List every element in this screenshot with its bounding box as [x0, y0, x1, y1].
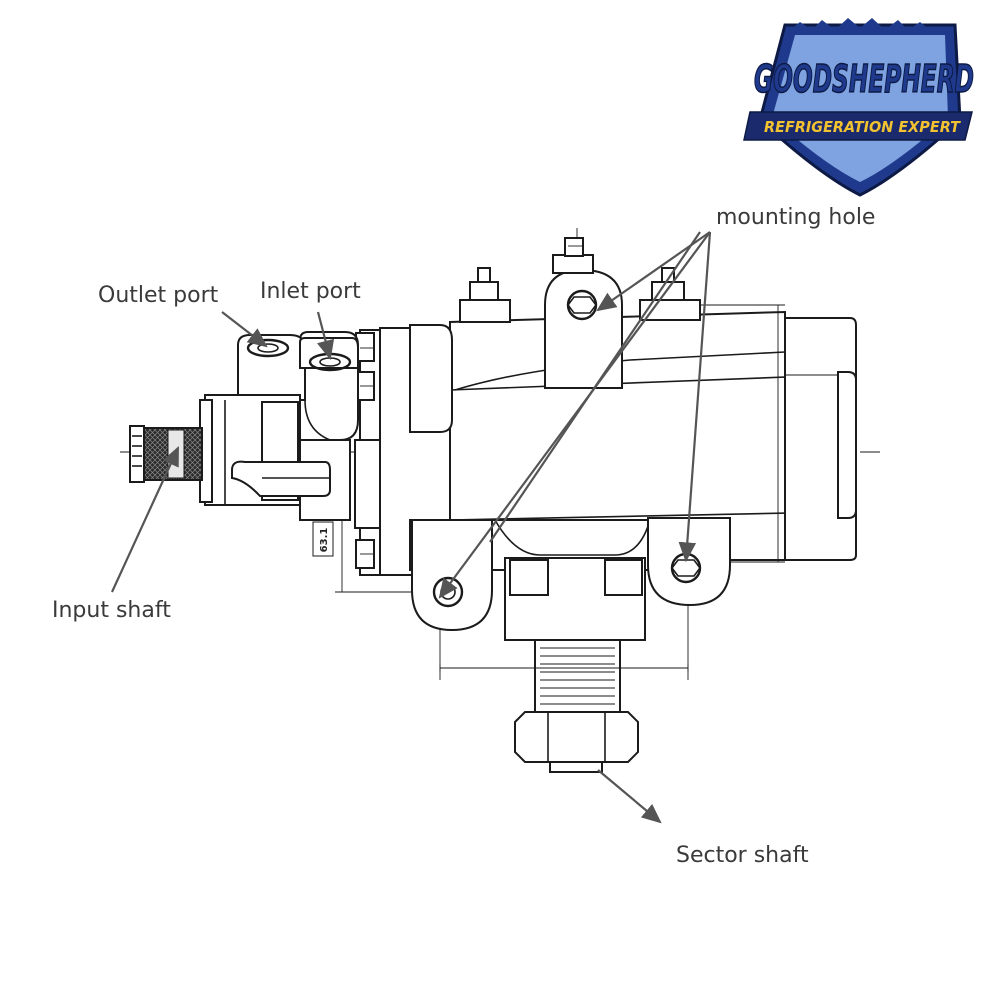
label-inlet-port: Inlet port — [260, 279, 361, 304]
arrow-mounting-hole-mid — [489, 231, 701, 543]
valve-block — [129, 331, 381, 529]
label-sector-shaft: Sector shaft — [676, 843, 809, 868]
arrow-mounting-hole-right — [678, 231, 712, 563]
company-logo: GOODSHEPHERD REFRIGERATION EXPERT — [743, 18, 975, 197]
label-mounting-hole: mounting hole — [716, 205, 875, 230]
arrow-inlet-port — [316, 311, 335, 361]
arrow-sector-shaft — [597, 769, 662, 824]
gear-housing: 63.1 — [312, 237, 857, 773]
arrow-outlet-port — [221, 311, 268, 348]
dimension-box — [312, 521, 334, 557]
arrow-mounting-hole-left — [438, 231, 711, 599]
dimension-value: 63.1 — [319, 528, 330, 553]
logo-banner — [743, 111, 973, 141]
logo-tagline: REFRIGERATION EXPERT — [764, 118, 962, 136]
label-outlet-port: Outlet port — [98, 283, 219, 308]
logo-name: GOODSHEPHERD — [754, 57, 974, 101]
label-input-shaft: Input shaft — [52, 598, 171, 623]
arrow-input-shaft — [111, 446, 179, 593]
castle-top — [790, 18, 930, 30]
leader-arrows — [111, 231, 712, 824]
shield-inner — [772, 35, 948, 182]
